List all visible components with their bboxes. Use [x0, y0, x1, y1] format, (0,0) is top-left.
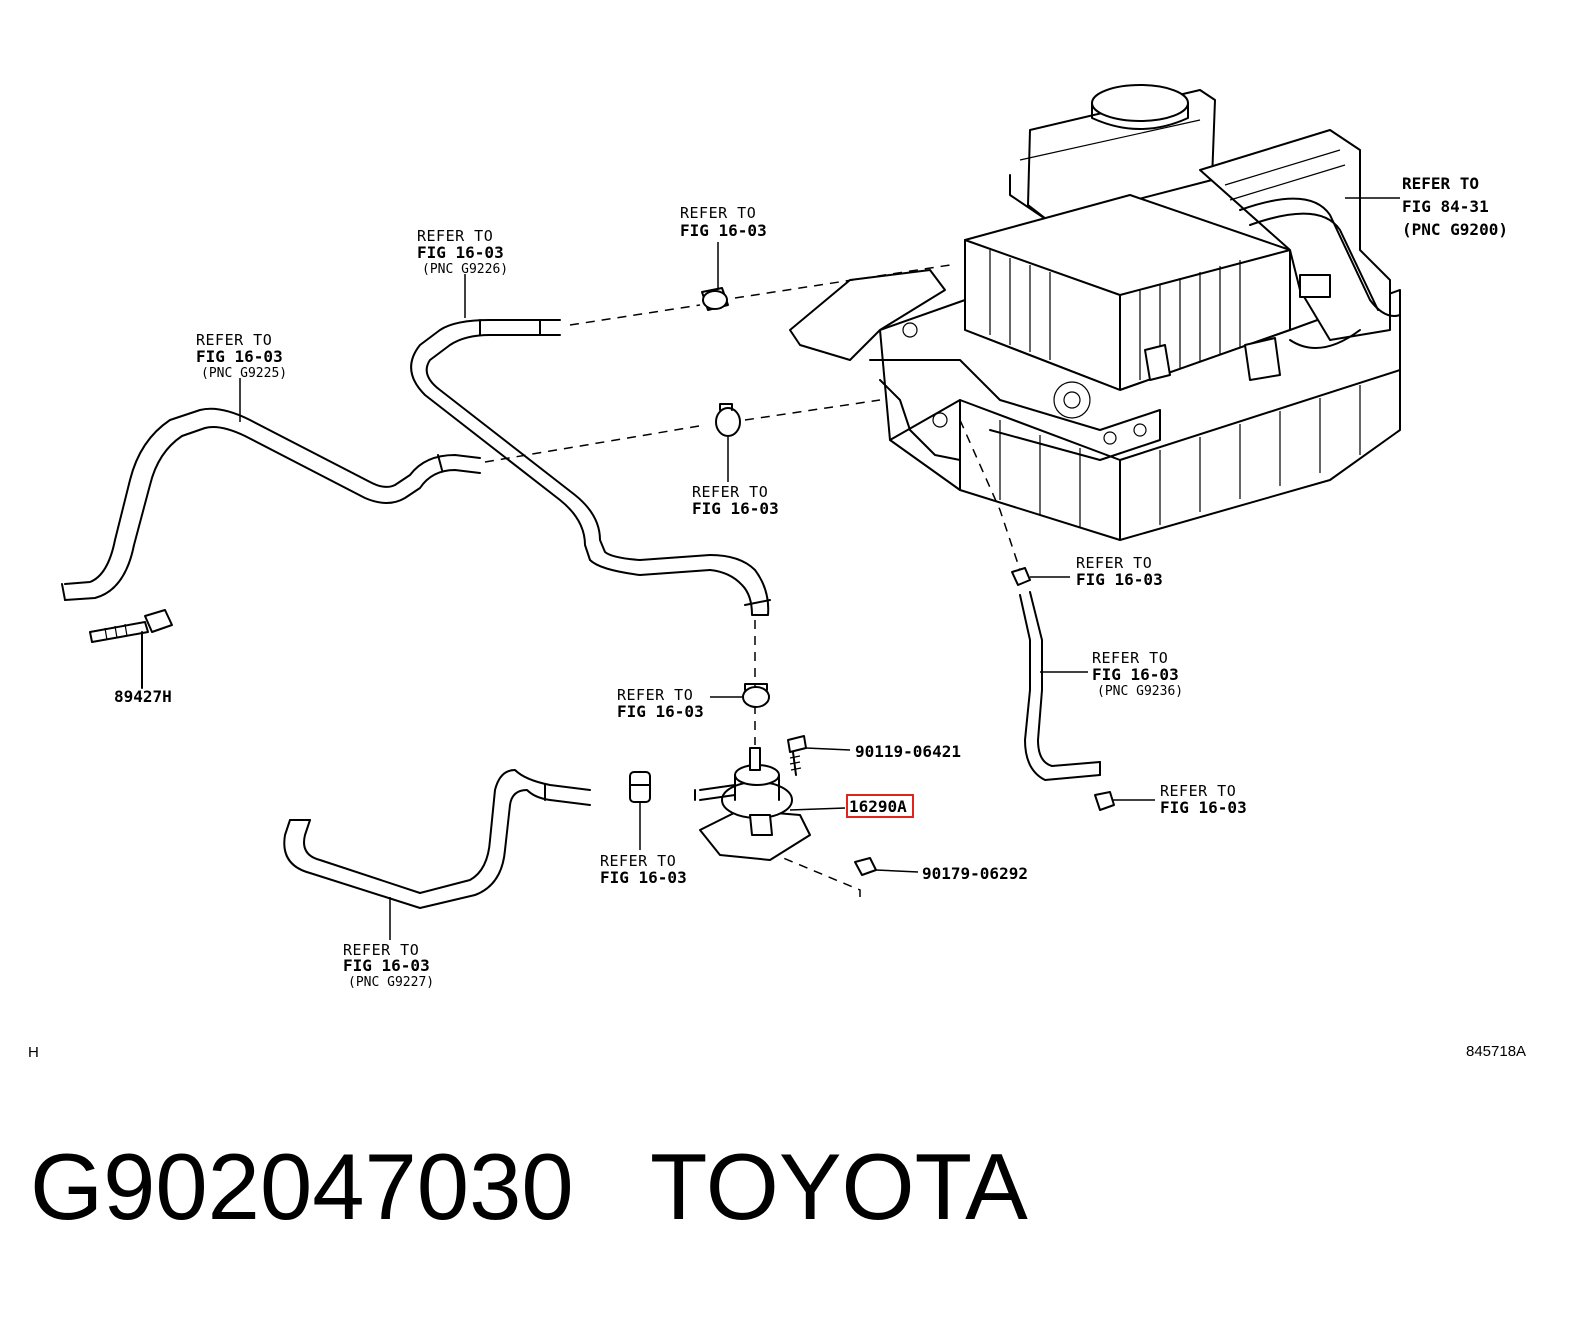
part-number-nut[interactable]: 90179-06292 [922, 864, 1028, 883]
assembly-lines [484, 264, 1021, 900]
callout-line1: REFER TO [1076, 554, 1152, 572]
callout-pnc: (PNC G9227) [348, 975, 434, 990]
clamp-mid [715, 403, 741, 437]
callout-lower-clamp: REFER TO FIG 16-03 [600, 852, 687, 887]
callout-hose-g9225: REFER TO FIG 16-03 (PNC G9225) [196, 331, 287, 381]
part-number-pump[interactable]: 16290A [849, 797, 907, 816]
callout-pnc: (PNC G9226) [422, 262, 508, 277]
bolt [787, 735, 807, 776]
callout-line1: REFER TO [417, 227, 493, 245]
hose-g9227 [283, 769, 591, 909]
callout-line2: FIG 84-31 [1402, 197, 1489, 216]
callout-right-clip: REFER TO FIG 16-03 [1076, 554, 1163, 589]
callout-line1: REFER TO [343, 941, 419, 959]
temperature-sensor [89, 609, 173, 689]
callout-line1: REFER TO [196, 331, 272, 349]
clip-right-top [1011, 567, 1031, 586]
part-number-pump-group[interactable]: 16290A [846, 794, 914, 818]
callout-mid-clamp: REFER TO FIG 16-03 [692, 483, 779, 518]
callout-line1: REFER TO [692, 483, 768, 501]
callout-hose-g9236: REFER TO FIG 16-03 (PNC G9236) [1092, 649, 1183, 699]
clamp-top [701, 287, 729, 311]
callout-line2: FIG 16-03 [617, 702, 704, 721]
callout-pnc: (PNC G9236) [1097, 684, 1183, 699]
callout-line2: FIG 16-03 [417, 243, 504, 262]
callout-line2: FIG 16-03 [1076, 570, 1163, 589]
callout-line2: FIG 16-03 [196, 347, 283, 366]
callout-line2: FIG 16-03 [343, 956, 430, 975]
callout-top-center-clamp: REFER TO FIG 16-03 [680, 204, 767, 240]
corner-mark-left: H [28, 1044, 39, 1061]
footer-brand: TOYOTA [650, 1134, 1028, 1239]
illustration-number: 845718A [1466, 1043, 1526, 1060]
callout-pnc: (PNC G9200) [1402, 220, 1508, 239]
callout-line1: REFER TO [1092, 649, 1168, 667]
clamp-lower [629, 771, 651, 803]
callout-line2: FIG 16-03 [692, 499, 779, 518]
selected-part-highlight [846, 794, 914, 818]
part-number-sensor[interactable]: 89427H [114, 687, 172, 706]
callout-line1: REFER TO [1160, 782, 1236, 800]
water-pump [694, 747, 811, 861]
callout-hose-g9226: REFER TO FIG 16-03 (PNC G9226) [417, 227, 508, 277]
clamp-pump [742, 683, 770, 708]
callout-right-bottom-clip: REFER TO FIG 16-03 [1160, 782, 1247, 817]
callout-line1: REFER TO [600, 852, 676, 870]
hose-g9225 [61, 407, 481, 601]
part-number-bolt[interactable]: 90119-06421 [855, 742, 961, 761]
footer-part-code: G902047030 [30, 1134, 574, 1239]
callout-line2: FIG 16-03 [600, 868, 687, 887]
callout-hose-g9227: REFER TO FIG 16-03 (PNC G9227) [343, 941, 434, 990]
callout-line2: FIG 16-03 [1160, 798, 1247, 817]
callout-line2: FIG 16-03 [680, 221, 767, 240]
callout-line1: REFER TO [680, 204, 756, 222]
hose-g9236 [1019, 591, 1101, 781]
hose-g9226 [410, 319, 771, 616]
callout-line2: FIG 16-03 [1092, 665, 1179, 684]
leader-lines [239, 197, 1400, 940]
callout-line1: REFER TO [1402, 174, 1479, 193]
clip-right-bottom [1094, 791, 1115, 811]
callout-line1: REFER TO [617, 686, 693, 704]
nut [854, 857, 877, 876]
callout-pump-clamp: REFER TO FIG 16-03 [617, 686, 704, 721]
callout-pnc: (PNC G9225) [201, 366, 287, 381]
inverter-assembly [789, 84, 1401, 541]
callout-inverter: REFER TO FIG 84-31 (PNC G9200) [1402, 174, 1508, 239]
